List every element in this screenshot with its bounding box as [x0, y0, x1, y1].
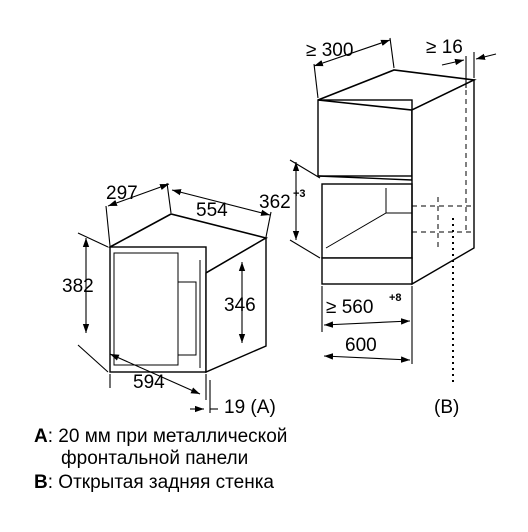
dim-microwave-height: 382: [62, 276, 94, 297]
legend-a: A: 20 мм при металлической фронтальной п…: [34, 426, 288, 469]
legend-b: B: Открытая задняя стенка: [34, 472, 274, 493]
legend-a-line-1: 20 мм при металлической: [58, 426, 288, 447]
microwave-body: [107, 213, 269, 374]
dim-niche-depth: ≥ 300: [306, 40, 353, 61]
dim-niche-height-tol: +3: [293, 188, 306, 200]
dim-front-offset: 19 (A): [224, 397, 276, 418]
dim-front-width: 594: [133, 372, 165, 393]
dim-cabinet-width: 600: [345, 335, 377, 356]
legend-b-line-1: Открытая задняя стенка: [58, 472, 274, 493]
legend-a-line-2: фронтальной панели: [61, 448, 249, 469]
legend-b-key: B: [34, 472, 48, 493]
dim-microwave-depth: 297: [106, 183, 138, 204]
legend-a-key: A: [34, 426, 48, 447]
dim-rear-gap: ≥ 16: [426, 37, 463, 58]
dim-microwave-width: 554: [196, 200, 228, 221]
dim-niche-height: 362: [259, 192, 291, 213]
niche-cabinet: [317, 69, 477, 286]
dim-door-height: 346: [224, 295, 256, 316]
dim-niche-width-tol: +8: [389, 292, 402, 304]
dim-niche-width: ≥ 560: [326, 297, 373, 318]
microwave-dimension-lines: [77, 182, 272, 413]
niche-dimension-lines: [289, 37, 497, 364]
niche-hidden-edges: [412, 90, 474, 248]
open-back-ref: (B): [434, 397, 459, 418]
